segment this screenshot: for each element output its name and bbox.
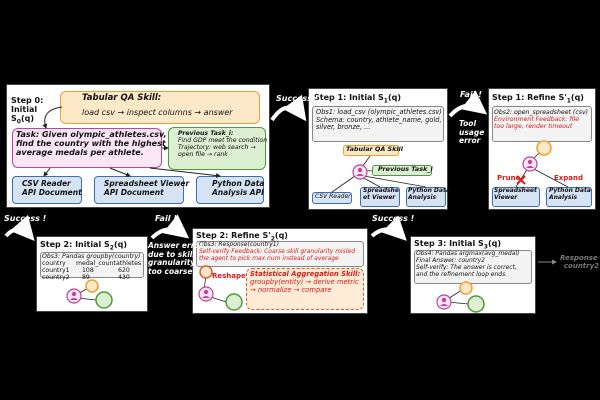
flow-arrow-step1-to-refine xyxy=(448,90,488,118)
tabular-qa-skill-box xyxy=(60,91,260,124)
flow-arrow-to-step2 xyxy=(4,215,35,242)
step2-table: country medal_count athletes country1 10… xyxy=(42,260,142,281)
python-data-analysis-api xyxy=(196,176,264,204)
step0-label: Step 0:Initial S0(q) xyxy=(11,96,44,126)
table-row: country1 108 620 xyxy=(42,267,130,274)
statistical-aggregation-skill-box xyxy=(246,268,364,310)
success-label-step0: Success ! xyxy=(276,94,319,103)
table-row: country2 89 430 xyxy=(42,274,130,281)
step1-csv-label: CSV Reader xyxy=(315,193,351,200)
success-label-step2: Success ! xyxy=(4,214,47,223)
step1-previous-task-node xyxy=(372,165,432,176)
reshape-label: Reshape xyxy=(212,272,246,280)
step2-refine-observation-text: Obs3: Response(country1) Self-verify Fee… xyxy=(199,241,356,262)
step2-refine-observation xyxy=(196,241,364,267)
step1-csv-node xyxy=(312,192,352,204)
step1-refine-observation-text: Obs2: open_spreadsheet (csv) Environment… xyxy=(494,109,589,131)
statistical-aggregation-skill-text: Statistical Aggregation Skill: groupby(e… xyxy=(250,270,361,294)
step3-title: Step 3: Initial S3(q) xyxy=(414,239,501,251)
skill-body: load csv → inspect columns → answer xyxy=(82,108,233,117)
step1-refine-title: Step 1: Refine S'1(q) xyxy=(492,93,584,105)
success-label-step3: Success ! xyxy=(372,214,415,223)
step1-observation xyxy=(312,106,444,142)
step2-title: Step 2: Initial S2(q) xyxy=(40,240,127,252)
step2-observation xyxy=(40,252,144,278)
step2-observation-text: Obs3: Pandas groupby(country) xyxy=(42,253,141,260)
previous-task-box xyxy=(168,127,266,170)
flow-arrow-refine-to-step3 xyxy=(370,215,407,241)
flow-arrow-step0-to-step1 xyxy=(270,94,307,122)
prune-label: Prune xyxy=(497,174,521,182)
spreadsheet-viewer-api-doc xyxy=(94,176,184,204)
step3-observation-text: Obs4: Pandas argmax(avg_medal) Final Ans… xyxy=(416,250,520,278)
step1-python-node xyxy=(406,187,446,207)
task-text: Task: Given olympic_athletes.csv, find t… xyxy=(16,130,167,158)
table-header-row: country medal_count athletes xyxy=(42,260,142,267)
step1-previous-task-label: Previous Task_i xyxy=(378,165,433,173)
step1-refine-spreadsheet-node xyxy=(492,187,540,207)
expand-label: Expand xyxy=(554,174,584,182)
step1-refine-python-node xyxy=(546,187,592,207)
step1-title: Step 1: Initial S1(q) xyxy=(314,93,401,105)
fail-label-step2: Fail ! xyxy=(155,214,177,223)
csv-reader-api-doc xyxy=(12,176,82,204)
fail-label-step1: Fail ! xyxy=(460,90,482,99)
task-box xyxy=(12,128,162,168)
flow-arrow-step2-to-refine xyxy=(150,214,190,240)
skill-title: Tabular QA Skill: xyxy=(82,93,162,103)
response-label: Response :country2 xyxy=(560,254,600,271)
step1-spreadsheet-node xyxy=(360,187,400,207)
step1-observation-text: Obs1: load_csv (olympic_athletes.csv)Sch… xyxy=(316,108,442,132)
step1-skill-node xyxy=(343,145,399,156)
previous-task-text: Previous Task_i: Find GDP meet the condi… xyxy=(178,130,268,159)
step2-refine-title: Step 2: Refine S'2(q) xyxy=(196,231,288,243)
step1-skill-label: Tabular QA Skill xyxy=(346,145,403,153)
step3-observation xyxy=(414,250,532,284)
